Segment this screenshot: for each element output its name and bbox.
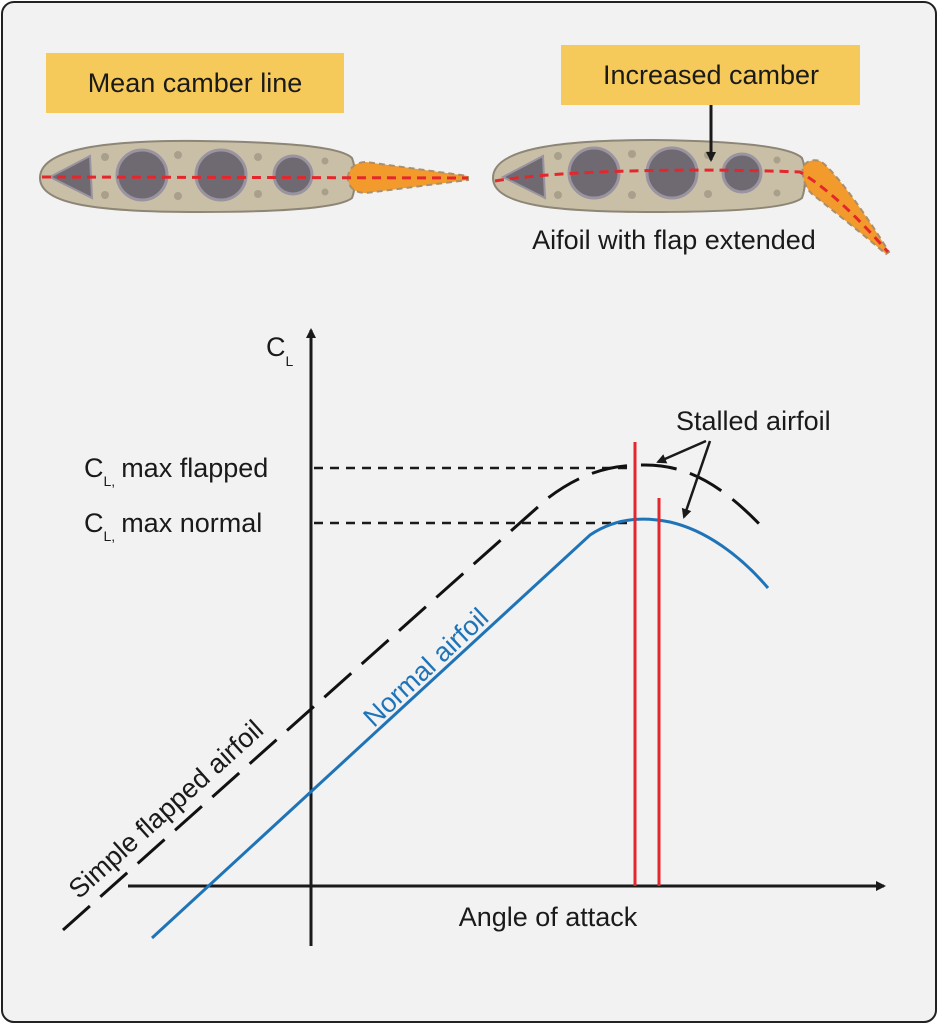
airfoil-flap-extended-label: Aifoil with flap extended xyxy=(532,225,816,255)
increased-camber-box xyxy=(561,45,860,105)
airfoil-flapped-camber-line xyxy=(494,168,890,253)
airfoil-flapped-dot xyxy=(554,152,562,160)
normal-airfoil-curve xyxy=(150,517,770,940)
airfoil-normal-hole-2 xyxy=(194,148,248,202)
airfoil-flapped-dot xyxy=(628,150,636,158)
airfoil-flapped-dot xyxy=(773,189,781,197)
airfoil-normal-hole-3 xyxy=(272,154,314,196)
airfoil-normal-dot xyxy=(174,151,182,159)
mean-camber-line-box xyxy=(46,53,344,113)
airfoil-normal xyxy=(38,139,469,214)
stalled-airfoil-label: Stalled airfoil xyxy=(676,406,831,436)
simple-flapped-airfoil-curve xyxy=(62,463,767,932)
airfoil-flapped-leading-cavity xyxy=(500,154,547,200)
airfoil-flapped-dot xyxy=(554,191,562,199)
airfoil-normal-dot xyxy=(101,153,109,161)
airfoil-flapped-hole-1 xyxy=(567,146,621,200)
cl-max-normal-label: CL,max normal xyxy=(84,508,262,544)
airfoil-normal-dot xyxy=(254,153,262,161)
stalled-arrow-flapped xyxy=(656,439,707,464)
airfoil-normal-dot xyxy=(321,157,329,165)
airfoil-flapped-hole-2 xyxy=(645,146,699,200)
airfoil-flapped-dot xyxy=(773,156,781,164)
x-axis-label: Angle of attack xyxy=(459,902,638,932)
airfoil-flapped xyxy=(491,138,891,256)
y-axis-label: CL xyxy=(266,332,294,369)
airfoil-normal-dot xyxy=(321,188,329,196)
airfoil-normal-camber-line xyxy=(41,175,469,180)
mean-camber-line-label: Mean camber line xyxy=(88,68,303,98)
airfoil-normal-hole-1 xyxy=(115,148,169,202)
airfoil-normal-dot xyxy=(101,191,109,199)
airfoil-flapped-hole-3 xyxy=(721,152,763,194)
increased-camber-label: Increased camber xyxy=(603,60,819,90)
airfoil-normal-dot xyxy=(254,190,262,198)
airfoil-normal-dot xyxy=(174,192,182,200)
cl-max-flapped-label: CL,max flapped xyxy=(84,453,268,489)
airfoil-flapped-dot xyxy=(704,190,712,198)
airfoil-flapped-dot xyxy=(628,191,636,199)
stalled-arrow-normal xyxy=(681,440,712,519)
